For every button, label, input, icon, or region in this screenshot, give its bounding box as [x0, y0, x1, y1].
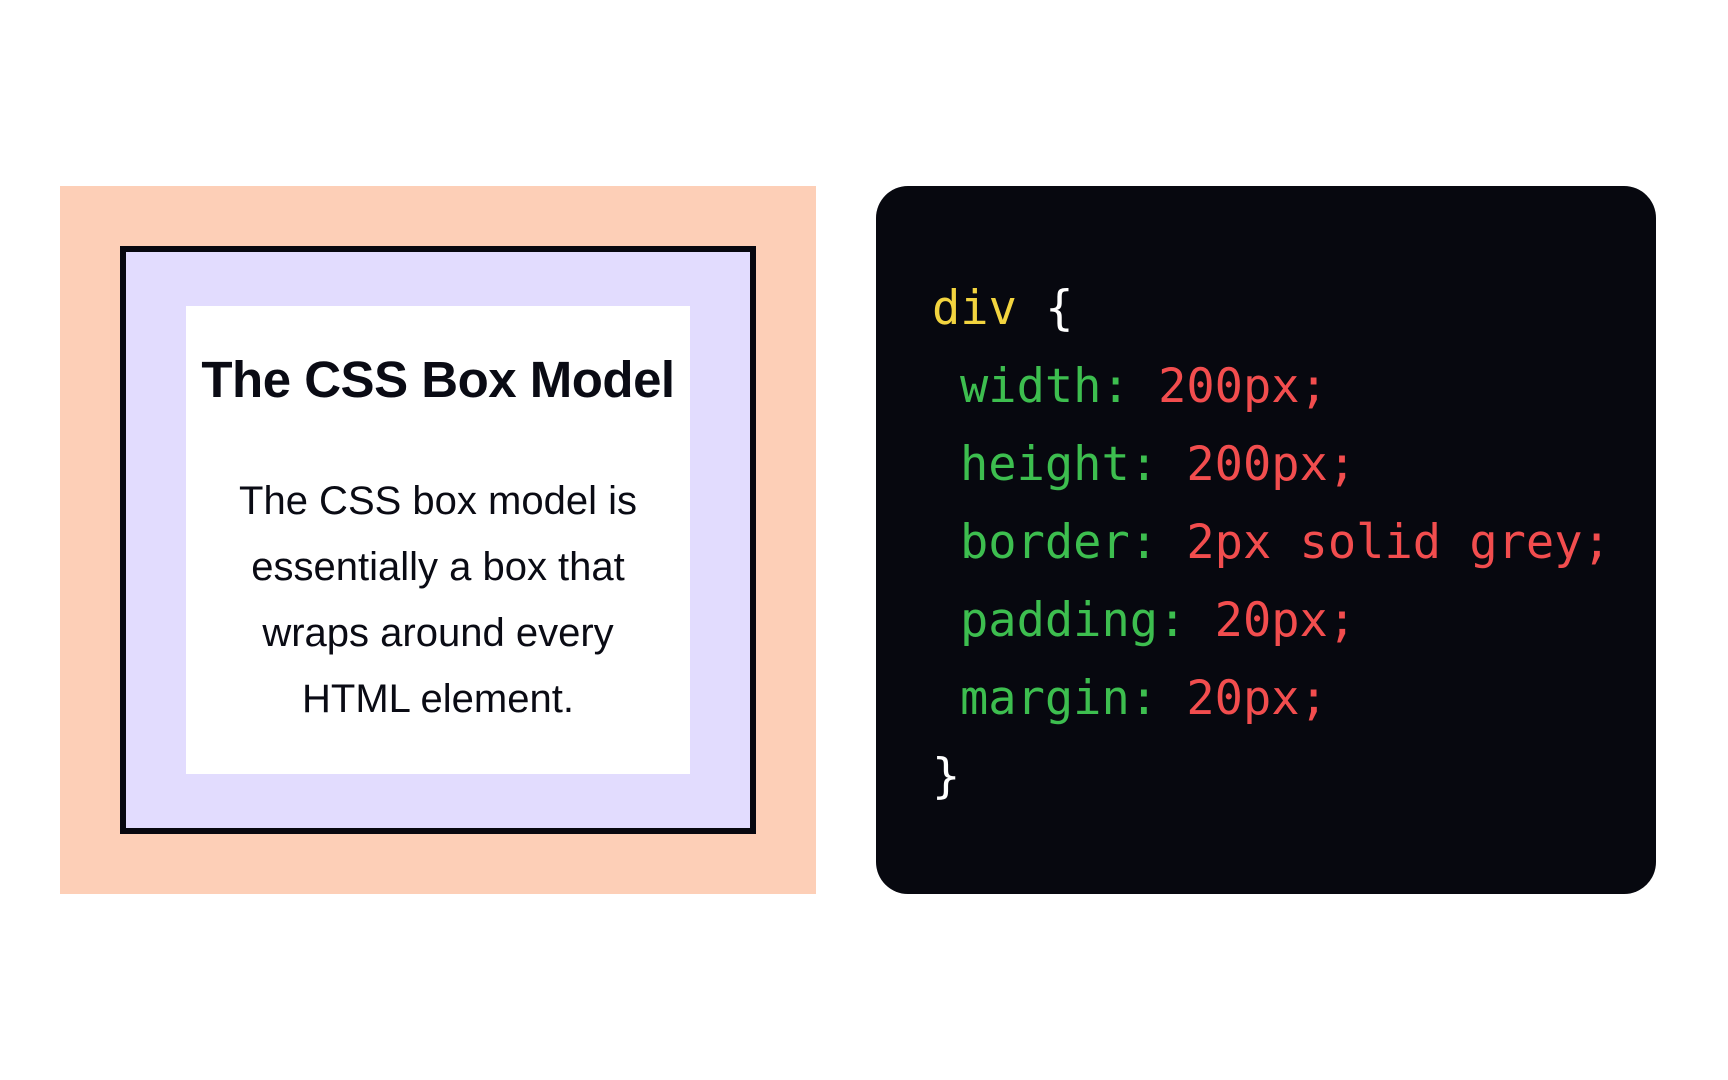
margin-area: The CSS Box Model The CSS box model is e… — [60, 186, 816, 894]
description-line: HTML element. — [302, 677, 574, 721]
css-selector: div — [932, 281, 1017, 336]
code-lines: div { width: 200px; height: 200px; borde… — [932, 270, 1611, 816]
description-line: wraps around every — [262, 611, 614, 655]
css-value: 20px; — [1186, 671, 1328, 726]
border-area: The CSS Box Model The CSS box model is e… — [120, 246, 756, 834]
css-value: 200px; — [1158, 359, 1328, 414]
description-line: essentially a box that — [251, 545, 625, 589]
code-line-border: border: 2px solid grey; — [932, 504, 1611, 582]
box-heading: The CSS Box Model — [201, 351, 675, 408]
css-value: 20px; — [1214, 593, 1357, 648]
css-property: height: — [960, 437, 1159, 492]
box-description: The CSS box model is essentially a box t… — [186, 468, 690, 732]
code-block: div { width: 200px; height: 200px; borde… — [876, 186, 1656, 894]
code-line-height: height: 200px; — [932, 426, 1611, 504]
description-line: The CSS box model is — [239, 479, 637, 523]
css-property: margin: — [960, 671, 1159, 726]
open-brace: { — [1045, 281, 1074, 336]
css-property: padding: — [960, 593, 1187, 648]
code-line-selector: div { — [932, 270, 1611, 348]
code-line-width: width: 200px; — [932, 348, 1611, 426]
content-area: The CSS Box Model The CSS box model is e… — [186, 306, 690, 774]
css-value: 200px; — [1186, 437, 1357, 492]
css-value: 2px solid grey; — [1186, 515, 1611, 570]
close-brace: } — [932, 749, 961, 804]
code-line-padding: padding: 20px; — [932, 582, 1611, 660]
css-property: border: — [960, 515, 1159, 570]
code-line-margin: margin: 20px; — [932, 660, 1611, 738]
css-property: width: — [960, 359, 1130, 414]
code-line-close: } — [932, 738, 1611, 816]
